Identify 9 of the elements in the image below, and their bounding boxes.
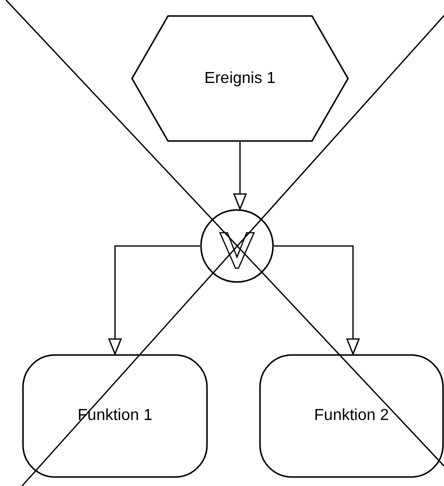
event-hexagon <box>131 15 349 142</box>
node-label: Ereignis 1 <box>204 70 276 88</box>
arrow <box>108 245 200 355</box>
or-connector <box>200 209 274 283</box>
node-label: Funktion 2 <box>314 407 389 425</box>
arrow <box>233 142 247 210</box>
function-box <box>259 354 444 478</box>
function-box <box>22 354 208 478</box>
arrow <box>274 245 360 355</box>
